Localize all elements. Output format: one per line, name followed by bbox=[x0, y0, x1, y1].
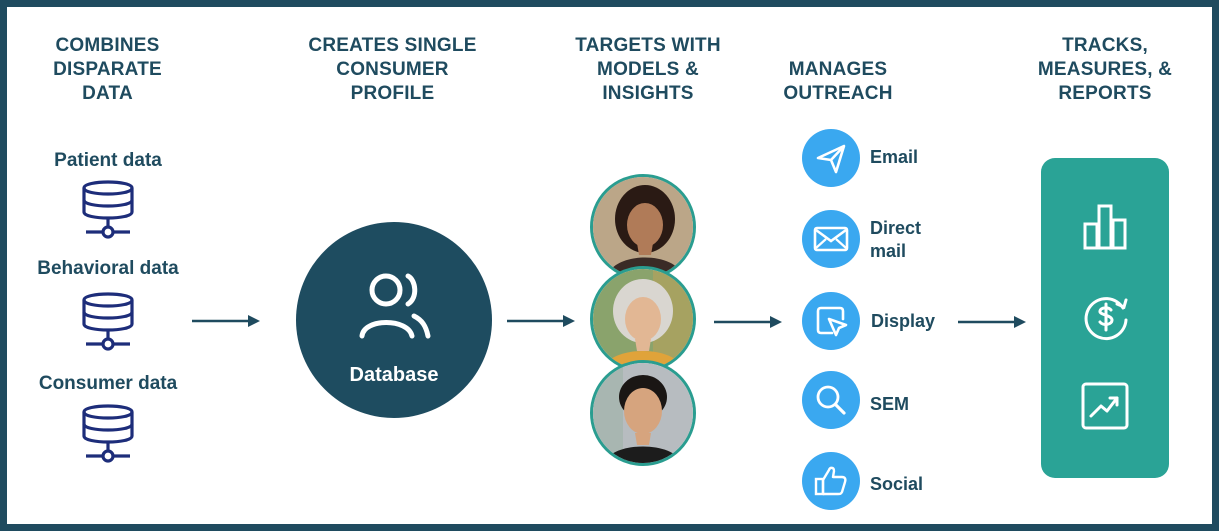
arrow-right-icon bbox=[507, 315, 575, 327]
arrow-right-icon bbox=[958, 316, 1026, 328]
database-icon bbox=[82, 180, 134, 239]
source-label-consumer: Consumer data bbox=[38, 373, 178, 394]
heading-targets: TARGETS WITH MODELS & INSIGHTS bbox=[575, 35, 721, 104]
bar-chart-icon bbox=[1083, 204, 1127, 250]
thumbs-up-icon bbox=[802, 452, 860, 510]
man-portrait-icon bbox=[590, 360, 696, 466]
reports-panel bbox=[1041, 158, 1169, 478]
arrow-right-icon bbox=[192, 315, 260, 327]
database-icon bbox=[82, 292, 134, 351]
dollar-cycle-icon bbox=[1084, 297, 1128, 341]
source-label-patient: Patient data bbox=[54, 150, 162, 171]
user-group-icon bbox=[359, 273, 431, 339]
envelope-icon bbox=[802, 210, 860, 268]
channel-label-direct-mail: Direct mail bbox=[870, 218, 922, 261]
woman-portrait-icon bbox=[590, 174, 696, 280]
trend-chart-icon bbox=[1081, 382, 1129, 430]
channel-label-display: Display bbox=[871, 311, 936, 331]
search-icon bbox=[802, 371, 860, 429]
cursor-icon bbox=[802, 292, 860, 350]
send-icon bbox=[802, 129, 860, 187]
channel-label-sem: SEM bbox=[870, 394, 910, 414]
arrow-right-icon bbox=[714, 316, 782, 328]
heading-tracks: TRACKS, MEASURES, & REPORTS bbox=[1037, 35, 1173, 104]
channel-label-social: Social bbox=[870, 474, 924, 494]
consumer-profile-circle: Database bbox=[296, 222, 492, 418]
heading-combines: COMBINES DISPARATE DATA bbox=[53, 35, 162, 104]
database-icon bbox=[82, 404, 134, 463]
heading-manages: MANAGES OUTREACH bbox=[783, 59, 893, 104]
heading-creates: CREATES SINGLE CONSUMER PROFILE bbox=[308, 35, 477, 104]
channel-label-email: Email bbox=[870, 147, 919, 167]
source-label-behavioral: Behavioral data bbox=[37, 258, 179, 279]
older-woman-portrait-icon bbox=[590, 266, 696, 372]
database-label: Database bbox=[349, 364, 439, 386]
